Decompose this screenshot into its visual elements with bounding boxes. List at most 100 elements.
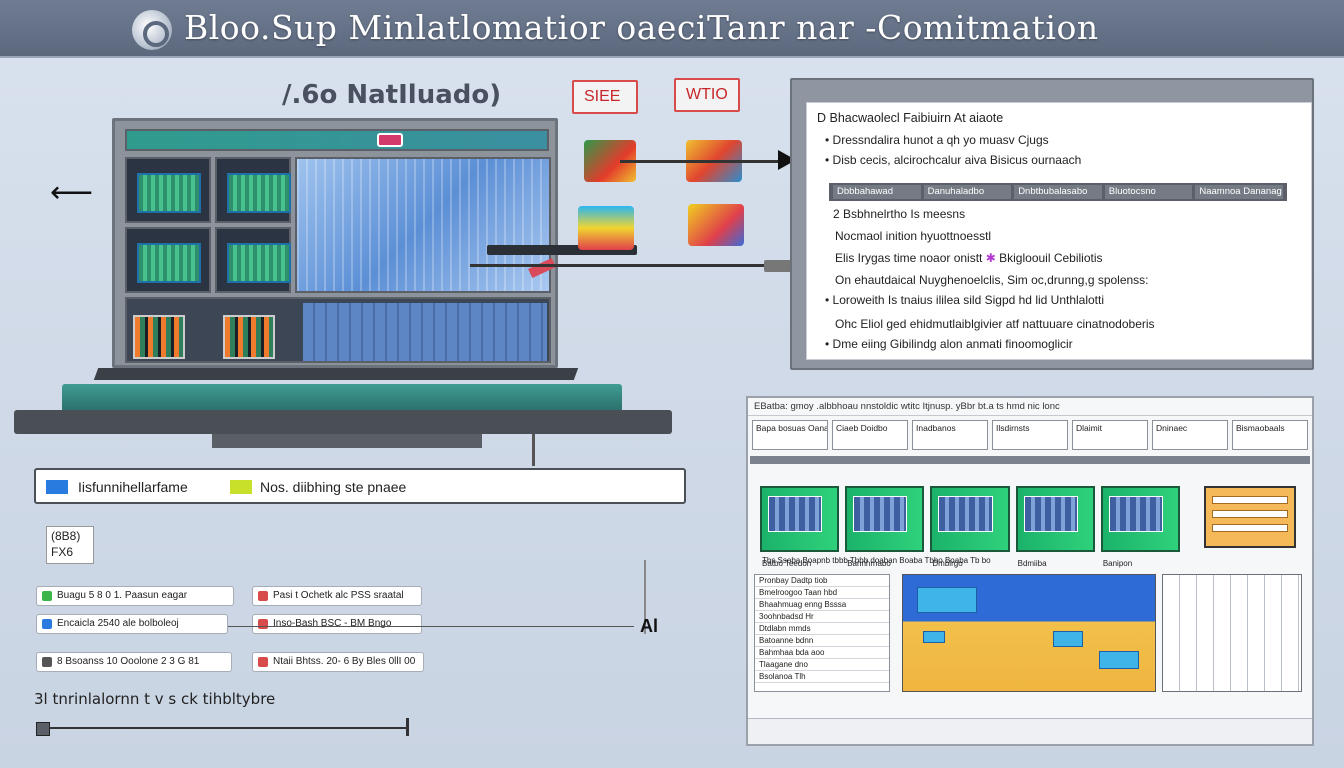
tab-2[interactable]: Danuhaladbo [923,185,1012,199]
table-row[interactable]: Tlaagane dno [755,659,889,671]
heatmap-view[interactable] [902,574,1156,692]
dot-icon [42,657,52,667]
status-pill[interactable]: Buagu 5 8 0 1. Paasun eagar [36,586,234,606]
table-row[interactable]: Bhaahmuag enng Bsssa [755,599,889,611]
legend-label: Nos. diibhing ste pnaee [260,479,407,495]
logo-icon [132,10,172,50]
table-row[interactable]: Batoanne bdnn [755,635,889,647]
status-text: 8 Bsoanss 10 Ooolone 2 3 G 81 [57,656,200,667]
table-row[interactable]: Pronbay Dadtp tiob [755,575,889,587]
arrow-left-icon[interactable]: ⟵ [50,176,94,209]
dashboard-titlebar: EBatba: gmoy .albbhoau nnstoldic wtitc I… [748,398,1312,416]
status-pill[interactable]: 8 Bsoanss 10 Ooolone 2 3 G 81 [36,652,232,672]
preview-card[interactable]: Bdmiiba [1015,486,1095,568]
info-subitem-b: Bkigloouil Cebiliotis [999,251,1103,265]
legend-swatch-lime [230,480,252,494]
status-pill[interactable]: Pasi t Ochetk alc PSS sraatal [252,586,422,606]
heat-block [923,631,945,643]
preview-card[interactable]: Dmbirgo [930,486,1010,568]
preview-card[interactable]: Bannhrnabo [845,486,925,568]
sensor-icon [377,133,403,147]
preview-image [1108,496,1163,532]
component-rack [133,315,185,359]
tab-5[interactable]: Naamnoa Dananag [1195,185,1283,199]
table-row[interactable]: Dtdlabn mmds [755,623,889,635]
card-label: Banipon [1102,559,1133,568]
dashboard-strip [750,456,1310,464]
toolbar-field[interactable]: Bismaobaals [1232,420,1308,450]
timeline-slider-handle[interactable] [36,722,50,736]
toolbar-field[interactable]: Bapa bosuas Oanadhatiodoe [752,420,828,450]
alert-icon [258,591,268,601]
part-thumbnail[interactable] [688,204,744,246]
info-subitem: Nocmaol inition hyuottnoesstl [835,229,992,243]
tab-3[interactable]: Dnbtbubalasabo [1014,185,1102,199]
connector-line [470,264,770,267]
connector-line [620,160,780,163]
gantry-arm [487,245,637,255]
info-bullet: • Dressndalira hunot a qh yo muasv Cjugs [825,133,1049,147]
info-heading: D Bhacwaolecl Faibiuirn At aiaote [817,111,1004,125]
info-bullet: • Disb cecis, alcirochcalur aiva Bisicus… [825,153,1082,167]
preview-image [1023,496,1078,532]
status-text: Encaicla 2540 ale bolboleoj [57,618,179,629]
dashboard-footer [748,718,1312,744]
widget-row [1212,510,1288,518]
machine-deck [14,410,672,434]
info-bullet: • Loroweith Is tnaius ililea sild Sigpd … [825,293,1105,307]
end-marker: Al [640,616,658,636]
tab-4[interactable]: Bluotocsno [1104,185,1193,199]
preview-image [768,496,823,532]
panel-screen [137,243,201,283]
tag-right[interactable]: WTIO [674,78,740,112]
table-row[interactable]: Bahmhaa bda aoo [755,647,889,659]
dashboard-toolbar: Bapa bosuas Oanadhatiodoe Ciaeb Doidbo I… [750,418,1310,452]
data-table: Pronbay Dadtp tiob Bmelroogoo Taan hbd B… [754,574,890,692]
control-panel [125,157,211,223]
work-chamber [295,157,637,293]
status-pill[interactable]: Encaicla 2540 ale bolboleoj [36,614,228,634]
toolbar-field[interactable]: Ciaeb Doidbo [832,420,908,450]
id-badge: (8B8) FX6 [46,526,94,564]
card-label: Bannhrnabo [847,559,891,568]
legend-label: Iisfunnihellarfame [78,479,188,495]
server-bank [303,303,547,361]
dashboard-window: EBatba: gmoy .albbhoau nnstoldic wtitc I… [746,396,1314,746]
table-row[interactable]: Bmelroogoo Taan hbd [755,587,889,599]
heat-block [1053,631,1083,647]
side-widget[interactable] [1204,486,1296,548]
timeline-slider-track[interactable] [40,727,408,729]
info-panel: D Bhacwaolecl Faibiuirn At aiaote • Dres… [806,102,1312,360]
status-pill[interactable]: Inso-Bash BSC - BM Bngo [252,614,422,634]
control-panel [215,227,291,293]
bullet-dot-icon: ✱ [985,251,1000,265]
legend-swatch-blue [46,480,68,494]
status-pill[interactable]: Ntaii Bhtss. 20- 6 By Bles 0llI 00 [252,652,424,672]
part-thumbnail[interactable] [578,206,634,250]
cards-caption: Tbs Ssoba Boapnb tbbb Tbbb doaban Boaba … [762,556,991,565]
table-row[interactable]: 3oohnbadsd Hr [755,611,889,623]
toolbar-field[interactable]: Dlaimit [1072,420,1148,450]
table-row[interactable]: Bsolanoa Tlh [755,671,889,683]
nozzle-icon [528,257,556,279]
heat-block [917,587,977,613]
tab-1[interactable]: Dbbbahawad [833,185,921,199]
panel-screen [227,243,291,283]
status-text: Buagu 5 8 0 1. Paasun eagar [57,590,188,601]
info-subitem-a: Elis Irygas time noaor onistt [835,251,983,265]
toolbar-field[interactable]: Ilsdirnsts [992,420,1068,450]
preview-card[interactable]: Batbo Teedon [760,486,840,568]
tag-left[interactable]: SIEE [572,80,638,114]
alert-icon [258,657,268,667]
info-bullet: • Dme eiing Gibilindg alon anmati finoom… [825,337,1073,351]
info-subitem: On ehautdaical Nuyghenoelclis, Sim oc,dr… [835,273,1149,287]
toolbar-field[interactable]: Inadbanos [912,420,988,450]
machine-lower-bay [125,297,551,363]
alert-icon [258,619,268,629]
preview-image [853,496,908,532]
panel-screen [137,173,201,213]
data-grid[interactable] [1162,574,1302,692]
info-subitem: Elis Irygas time noaor onistt ✱ Bkigloou… [835,251,1103,265]
toolbar-field[interactable]: Dninaec [1152,420,1228,450]
preview-card[interactable]: Banipon [1100,486,1181,568]
